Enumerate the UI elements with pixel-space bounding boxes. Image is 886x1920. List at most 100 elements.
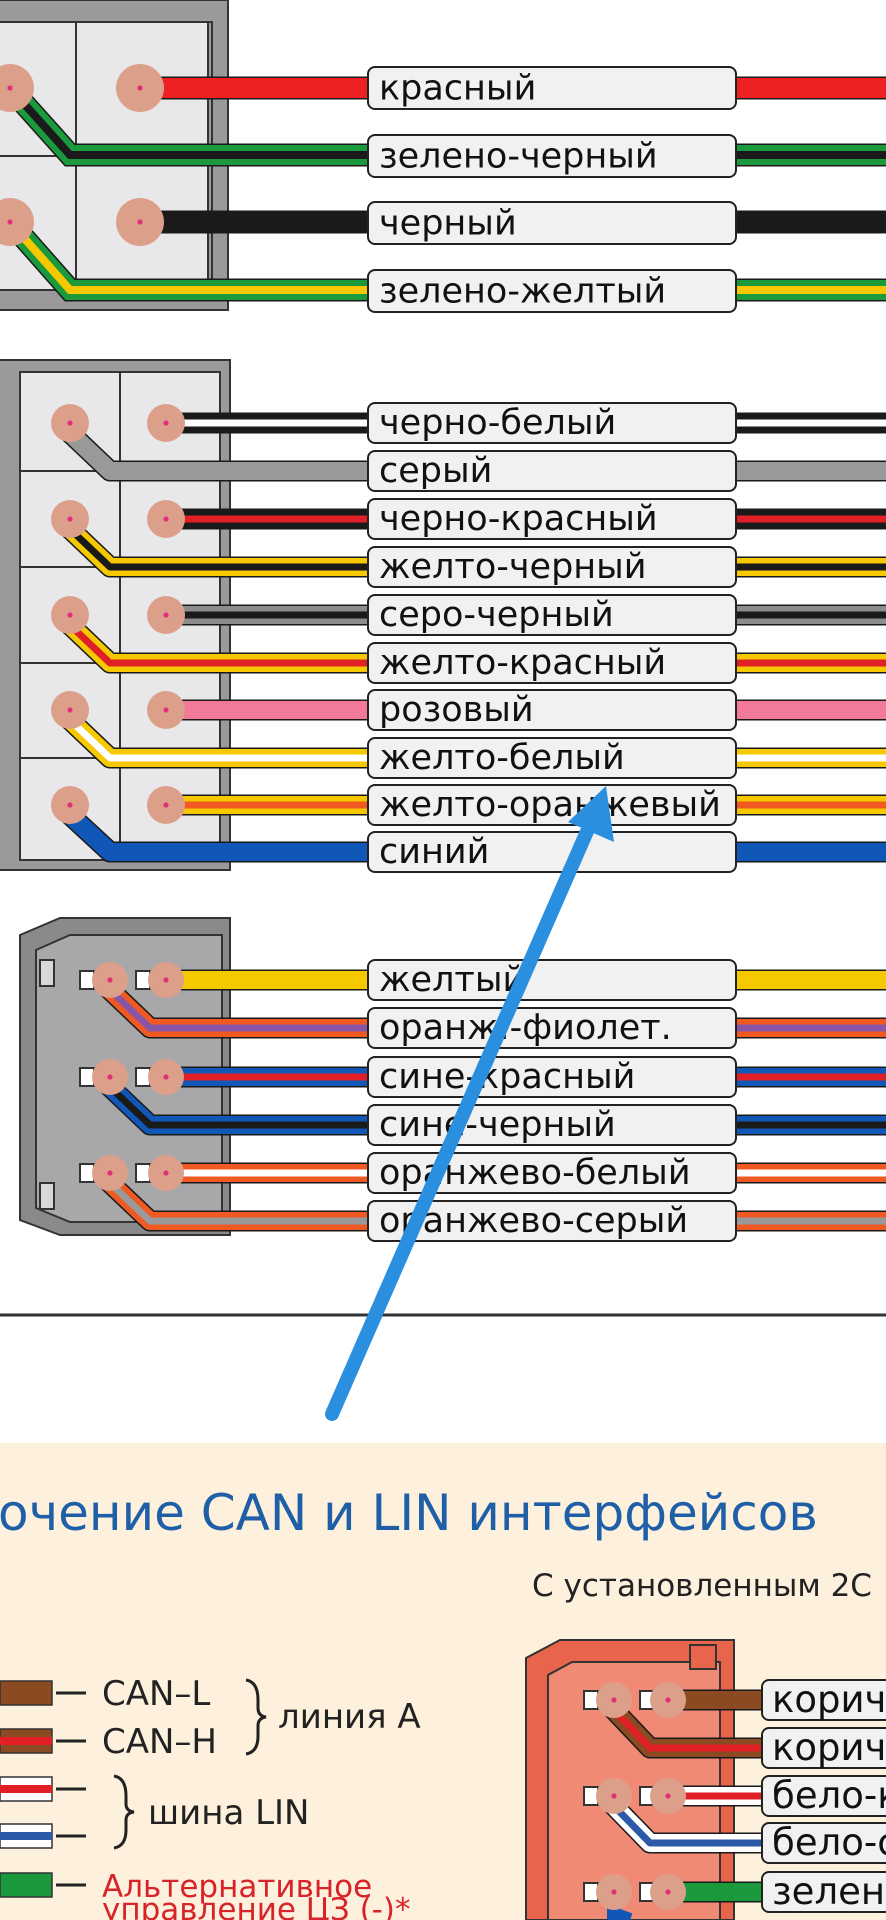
label-box xyxy=(367,450,737,492)
signal-wire-base xyxy=(0,1872,53,1898)
signal-wire-stripe xyxy=(0,1832,52,1840)
section-subtitle: С установленным 2С xyxy=(532,1568,872,1604)
right-label-3: бело-к xyxy=(761,1774,886,1817)
alt-line-2: управление ЦЗ (-)* xyxy=(102,1892,410,1920)
label-text: красный xyxy=(379,68,536,108)
connector-3-slot xyxy=(79,1163,95,1183)
label-box xyxy=(367,546,737,588)
wire-stripe xyxy=(7,219,230,294)
right-label-1: корич xyxy=(761,1678,886,1721)
red-connector-slot xyxy=(583,1786,599,1806)
label-text: зелено-желтый xyxy=(379,271,666,311)
pin-dot xyxy=(107,1170,113,1176)
label-box xyxy=(367,831,737,873)
pin-dot xyxy=(163,707,169,713)
label-box xyxy=(761,1727,886,1769)
label-6: серый xyxy=(367,450,737,492)
pin-dot xyxy=(611,1889,617,1895)
connector-3-slot xyxy=(79,970,95,990)
label-box xyxy=(367,689,737,731)
pin-dot xyxy=(163,612,169,618)
label-box xyxy=(761,1679,886,1721)
label-14: синий xyxy=(367,831,737,873)
label-text: корич xyxy=(772,1726,886,1769)
label-box xyxy=(367,737,737,779)
label-text: зелено-черный xyxy=(379,136,658,176)
red-connector-tab xyxy=(689,1644,717,1670)
label-text: розовый xyxy=(379,690,534,730)
interfaces-section: очение CAN и LIN интерфейсов С установле… xyxy=(0,1484,886,1920)
label-text: желтый xyxy=(379,960,525,1000)
connector-3-slot xyxy=(135,1067,151,1087)
labels-layer: красный зелено-черный черный зелено-желтый ч… xyxy=(367,66,737,1242)
signal-wire-5: Альтернативное xyxy=(0,1869,372,1905)
label-text: зелен xyxy=(772,1870,885,1913)
pin-dot xyxy=(67,707,73,713)
label-3: черный xyxy=(367,201,737,245)
arrow-head xyxy=(568,786,614,842)
right-label-2: корич xyxy=(761,1726,886,1769)
signal-wire-4 xyxy=(0,1823,86,1849)
right-label-5: зелен xyxy=(761,1870,886,1913)
pin-dot xyxy=(163,977,169,983)
label-box xyxy=(367,66,737,110)
label-text: желто-красный xyxy=(379,643,666,683)
pin-dot xyxy=(665,1793,671,1799)
label-17: сине-красный xyxy=(367,1056,737,1098)
label-4: зелено-желтый xyxy=(367,269,737,313)
pin-dot xyxy=(137,85,143,91)
label-box xyxy=(367,201,737,245)
red-connector-slot xyxy=(583,1882,599,1902)
pin-dot xyxy=(107,1074,113,1080)
wire-stripe xyxy=(7,85,230,159)
wire-start xyxy=(1,214,230,302)
label-8: желто-черный xyxy=(367,546,737,588)
label-text: желто-оранжевый xyxy=(379,785,721,825)
signal-label: CAN–L xyxy=(102,1674,210,1714)
pin-dot xyxy=(67,802,73,808)
label-2: зелено-черный xyxy=(367,134,737,178)
label-box xyxy=(367,1007,737,1049)
label-15: желтый xyxy=(367,959,737,1001)
pin-dot xyxy=(7,219,13,225)
right-label-4: бело-с xyxy=(761,1821,886,1864)
label-10: желто-красный xyxy=(367,642,737,684)
signal-wire-1: CAN–L xyxy=(0,1674,210,1714)
group-line-a: линия А xyxy=(278,1697,421,1737)
connector-3-slot xyxy=(135,970,151,990)
pin-dot xyxy=(611,1697,617,1703)
label-box xyxy=(367,269,737,313)
connector-3-latch xyxy=(39,959,55,987)
label-text: желто-черный xyxy=(379,547,647,587)
label-box xyxy=(367,642,737,684)
label-text: черно-белый xyxy=(379,403,616,443)
label-text: серо-черный xyxy=(379,595,614,635)
pin-dot xyxy=(67,612,73,618)
pointer-arrow xyxy=(325,786,614,1421)
label-box xyxy=(367,498,737,540)
pin-dot xyxy=(67,420,73,426)
label-20: оранжево-серый xyxy=(367,1200,737,1242)
label-13: желто-оранжевый xyxy=(367,784,737,826)
label-16: оранж.-фиолет. xyxy=(367,1007,737,1049)
label-text: желто-белый xyxy=(379,738,625,778)
pin-dot xyxy=(67,516,73,522)
label-box xyxy=(761,1775,886,1817)
label-box xyxy=(367,1152,737,1194)
pin-dot xyxy=(163,802,169,808)
pin-dot xyxy=(163,516,169,522)
label-12: желто-белый xyxy=(367,737,737,779)
connector-3-slot xyxy=(79,1067,95,1087)
connector-3-slot xyxy=(135,1163,151,1183)
arrow-shaft xyxy=(325,813,599,1421)
label-7: черно-красный xyxy=(367,498,737,540)
background-layer xyxy=(0,1313,886,1920)
label-text: серый xyxy=(379,451,492,491)
label-text: корич xyxy=(772,1678,886,1721)
label-box xyxy=(761,1871,886,1913)
label-text: бело-с xyxy=(772,1821,886,1864)
red-connector-slot xyxy=(583,1690,599,1710)
pin-dot xyxy=(611,1793,617,1799)
label-11: розовый xyxy=(367,689,737,731)
label-text: черно-красный xyxy=(379,499,658,539)
